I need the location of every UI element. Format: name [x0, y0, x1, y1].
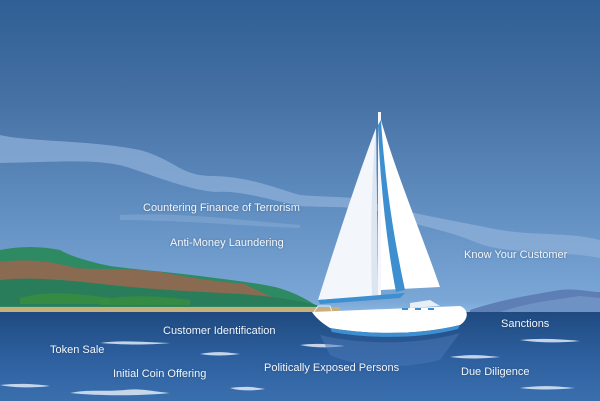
label-anti-money-laundering: Anti-Money Laundering	[170, 237, 284, 249]
cloud-wisps	[0, 135, 600, 258]
label-sanctions: Sanctions	[501, 318, 550, 330]
waves	[0, 338, 580, 396]
label-due-diligence: Due Diligence	[461, 366, 530, 378]
label-initial-coin-offering: Initial Coin Offering	[113, 368, 207, 380]
label-customer-identification: Customer Identification	[163, 325, 276, 337]
coastline-hills	[0, 247, 340, 313]
label-countering-finance-terrorism: Countering Finance of Terrorism	[143, 202, 300, 214]
label-token-sale: Token Sale	[50, 344, 105, 356]
sea	[0, 312, 600, 401]
label-politically-exposed-persons: Politically Exposed Persons	[264, 362, 400, 374]
label-know-your-customer: Know Your Customer	[464, 249, 568, 261]
sailboat	[312, 112, 467, 337]
